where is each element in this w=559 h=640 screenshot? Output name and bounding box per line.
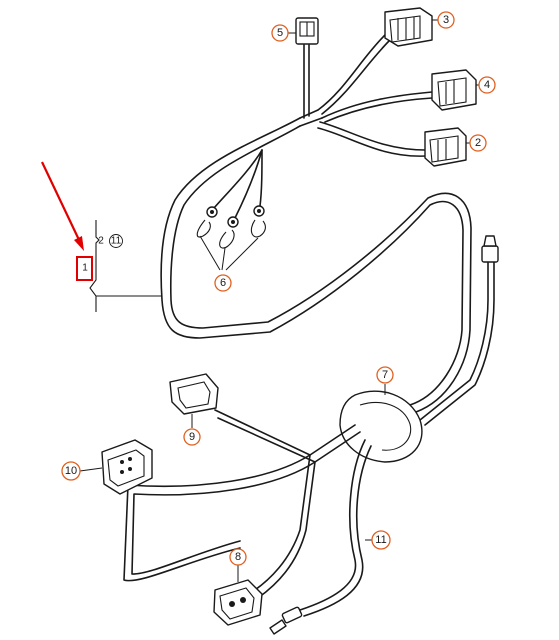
- sensor-11-tip-icon: [269, 539, 372, 635]
- svg-text:5: 5: [277, 27, 283, 39]
- red-arrow-pointer-icon: [41, 161, 84, 251]
- svg-text:2: 2: [475, 137, 481, 149]
- svg-text:11: 11: [375, 534, 386, 546]
- svg-text:3: 3: [443, 14, 449, 26]
- sensor-lead: [419, 235, 499, 426]
- callout-11: 11: [371, 530, 391, 550]
- svg-text:9: 9: [189, 431, 195, 443]
- reference-bracket: [89, 220, 162, 312]
- grommet-7-icon: [339, 384, 423, 463]
- callout-2: 2: [469, 134, 487, 152]
- svg-text:10: 10: [65, 465, 77, 477]
- callout-10: 10: [61, 461, 81, 481]
- callout-6-leaders: [199, 235, 259, 271]
- side-ref-2: 2: [98, 236, 104, 247]
- svg-text:6: 6: [220, 277, 226, 289]
- side-ref-11-circle: [109, 234, 123, 248]
- highlight-box: [76, 256, 93, 281]
- callout-8: 8: [229, 548, 247, 566]
- side-ref-1: 1: [82, 263, 88, 274]
- connector-10-icon: [79, 439, 153, 495]
- callout-5: 5: [271, 24, 289, 42]
- connector-5-icon: [287, 17, 319, 45]
- side-ref-11: 11: [111, 236, 122, 247]
- upper-harness: [160, 34, 472, 413]
- callout-6: 6: [214, 274, 232, 292]
- svg-text:7: 7: [382, 369, 388, 381]
- callout-9: 9: [183, 428, 201, 446]
- connector-2-icon: [424, 127, 471, 167]
- connector-9-icon: [169, 373, 219, 428]
- connector-3-icon: [384, 7, 438, 47]
- callout-7: 7: [376, 366, 394, 384]
- svg-text:4: 4: [484, 79, 490, 91]
- connector-8-icon: [213, 565, 263, 626]
- svg-text:8: 8: [235, 551, 241, 563]
- callout-3: 3: [437, 11, 455, 29]
- ring-terminal-icon: [196, 205, 266, 249]
- callout-4: 4: [478, 76, 496, 94]
- connector-4-icon: [431, 69, 480, 111]
